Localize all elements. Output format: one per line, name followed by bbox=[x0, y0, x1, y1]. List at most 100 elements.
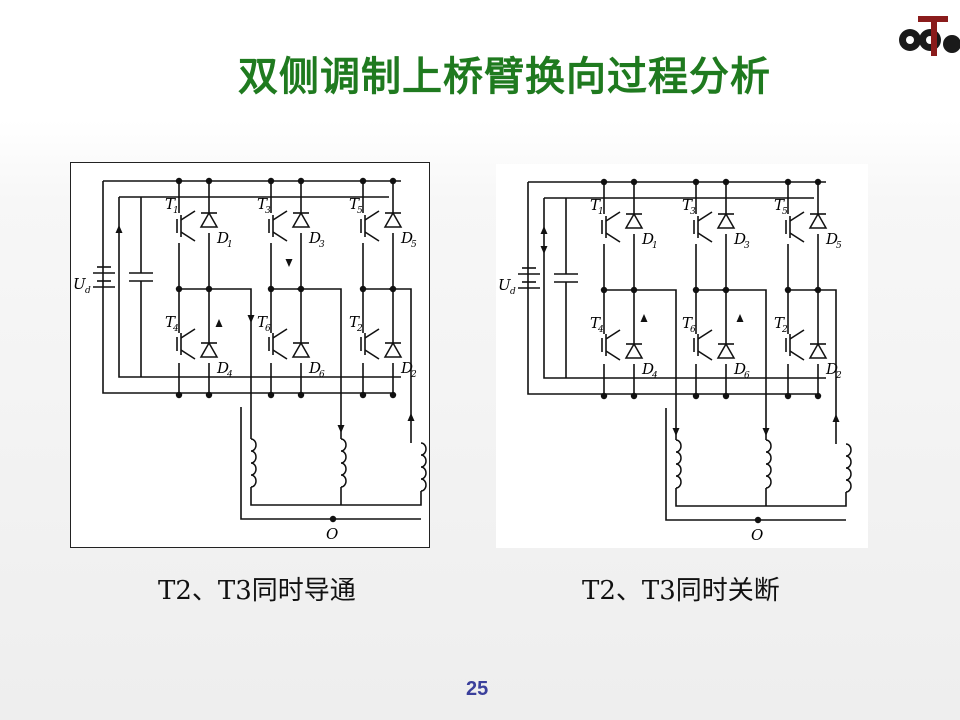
transistor-label: T bbox=[774, 314, 785, 332]
inductor-coil bbox=[340, 438, 347, 488]
diode-symbol bbox=[624, 212, 644, 229]
current-arrow-down bbox=[762, 428, 770, 436]
transistor-label: T bbox=[774, 196, 785, 214]
inductor-coil bbox=[765, 439, 772, 489]
junction-dot bbox=[359, 177, 367, 185]
phase-a-link bbox=[209, 288, 252, 439]
phase-b-link bbox=[722, 289, 767, 440]
neutral-bus bbox=[250, 487, 422, 506]
dc-negative-inner bbox=[118, 197, 401, 378]
transistor-label: T bbox=[590, 314, 601, 332]
transistor-subscript: 5 bbox=[357, 206, 363, 216]
diode-symbol bbox=[199, 341, 219, 358]
transistor-subscript: 3 bbox=[265, 206, 271, 216]
junction-dot bbox=[205, 391, 213, 399]
junction-dot bbox=[359, 391, 367, 399]
current-arrow-down bbox=[337, 425, 345, 433]
transistor-subscript: 2 bbox=[781, 325, 788, 335]
igbt-emitter bbox=[364, 349, 380, 360]
current-arrow-down bbox=[285, 259, 293, 267]
igbt-emitter bbox=[789, 350, 805, 361]
diode-symbol bbox=[291, 211, 311, 228]
diode-subscript: 1 bbox=[652, 241, 658, 251]
transistor-subscript: 4 bbox=[597, 325, 604, 335]
caption-conducting: T2、T3同时导通 bbox=[158, 576, 356, 606]
igbt-collector bbox=[789, 211, 805, 222]
inductor-coil bbox=[675, 439, 682, 489]
diode-subscript: 1 bbox=[227, 240, 233, 250]
inductor-coil bbox=[845, 443, 852, 493]
igbt-emitter bbox=[697, 232, 713, 243]
transistor-subscript: 6 bbox=[690, 325, 696, 335]
diode-subscript: 5 bbox=[411, 240, 417, 250]
junction-dot bbox=[754, 516, 762, 524]
transistor-subscript: 1 bbox=[598, 207, 604, 217]
source-label: U bbox=[73, 275, 87, 293]
junction-dot bbox=[600, 392, 608, 400]
diode-symbol bbox=[199, 211, 219, 228]
junction-dot bbox=[784, 178, 792, 186]
igbt-collector bbox=[180, 328, 196, 339]
junction-dot bbox=[205, 177, 213, 185]
junction-dot bbox=[630, 178, 638, 186]
diode-label: D bbox=[216, 359, 229, 377]
igbt-emitter bbox=[605, 232, 621, 243]
junction-dot bbox=[600, 286, 608, 294]
diode-label: D bbox=[733, 230, 746, 248]
diode-label: D bbox=[825, 230, 838, 248]
current-arrow-up bbox=[640, 314, 648, 322]
igbt-emitter bbox=[605, 350, 621, 361]
junction-dot bbox=[359, 285, 367, 293]
transistor-label: T bbox=[590, 196, 601, 214]
diode-subscript: 2 bbox=[410, 370, 417, 380]
diode-symbol bbox=[808, 212, 828, 229]
diode-symbol bbox=[716, 212, 736, 229]
junction-dot bbox=[175, 391, 183, 399]
neutral-label: O bbox=[751, 526, 763, 544]
diode-subscript: 4 bbox=[226, 370, 233, 380]
igbt-collector bbox=[364, 210, 380, 221]
transistor-subscript: 3 bbox=[690, 207, 696, 217]
igbt-collector bbox=[697, 211, 713, 222]
diode-symbol bbox=[808, 342, 828, 359]
junction-dot bbox=[329, 515, 337, 523]
transistor-subscript: 1 bbox=[173, 206, 179, 216]
phase-c-link bbox=[389, 288, 412, 443]
junction-dot bbox=[389, 177, 397, 185]
dc-negative-bus bbox=[527, 182, 816, 395]
transistor-label: T bbox=[349, 195, 360, 213]
diode-subscript: 6 bbox=[744, 371, 750, 381]
diode-symbol bbox=[383, 341, 403, 358]
junction-dot bbox=[814, 178, 822, 186]
junction-dot bbox=[389, 391, 397, 399]
transistor-subscript: 6 bbox=[265, 324, 271, 334]
dc-negative-inner bbox=[543, 198, 826, 379]
igbt-emitter bbox=[272, 231, 288, 242]
junction-dot bbox=[692, 392, 700, 400]
junction-dot bbox=[267, 177, 275, 185]
transistor-label: T bbox=[165, 313, 176, 331]
igbt-collector bbox=[272, 328, 288, 339]
diode-subscript: 3 bbox=[744, 241, 750, 251]
caption-turnoff: T2、T3同时关断 bbox=[582, 576, 780, 606]
dc-negative-bus bbox=[102, 181, 391, 394]
igbt-collector bbox=[697, 329, 713, 340]
transistor-subscript: 4 bbox=[172, 324, 179, 334]
junction-dot bbox=[784, 286, 792, 294]
diode-label: D bbox=[733, 360, 746, 378]
transistor-label: T bbox=[682, 196, 693, 214]
transistor-label: T bbox=[349, 313, 360, 331]
current-arrow-up bbox=[540, 226, 548, 234]
junction-dot bbox=[267, 391, 275, 399]
igbt-collector bbox=[364, 328, 380, 339]
university-logo-icon bbox=[898, 10, 960, 66]
current-arrow-up bbox=[407, 413, 415, 421]
igbt-emitter bbox=[272, 349, 288, 360]
diode-label: D bbox=[308, 229, 321, 247]
diode-label: D bbox=[641, 360, 654, 378]
diode-label: D bbox=[400, 229, 413, 247]
